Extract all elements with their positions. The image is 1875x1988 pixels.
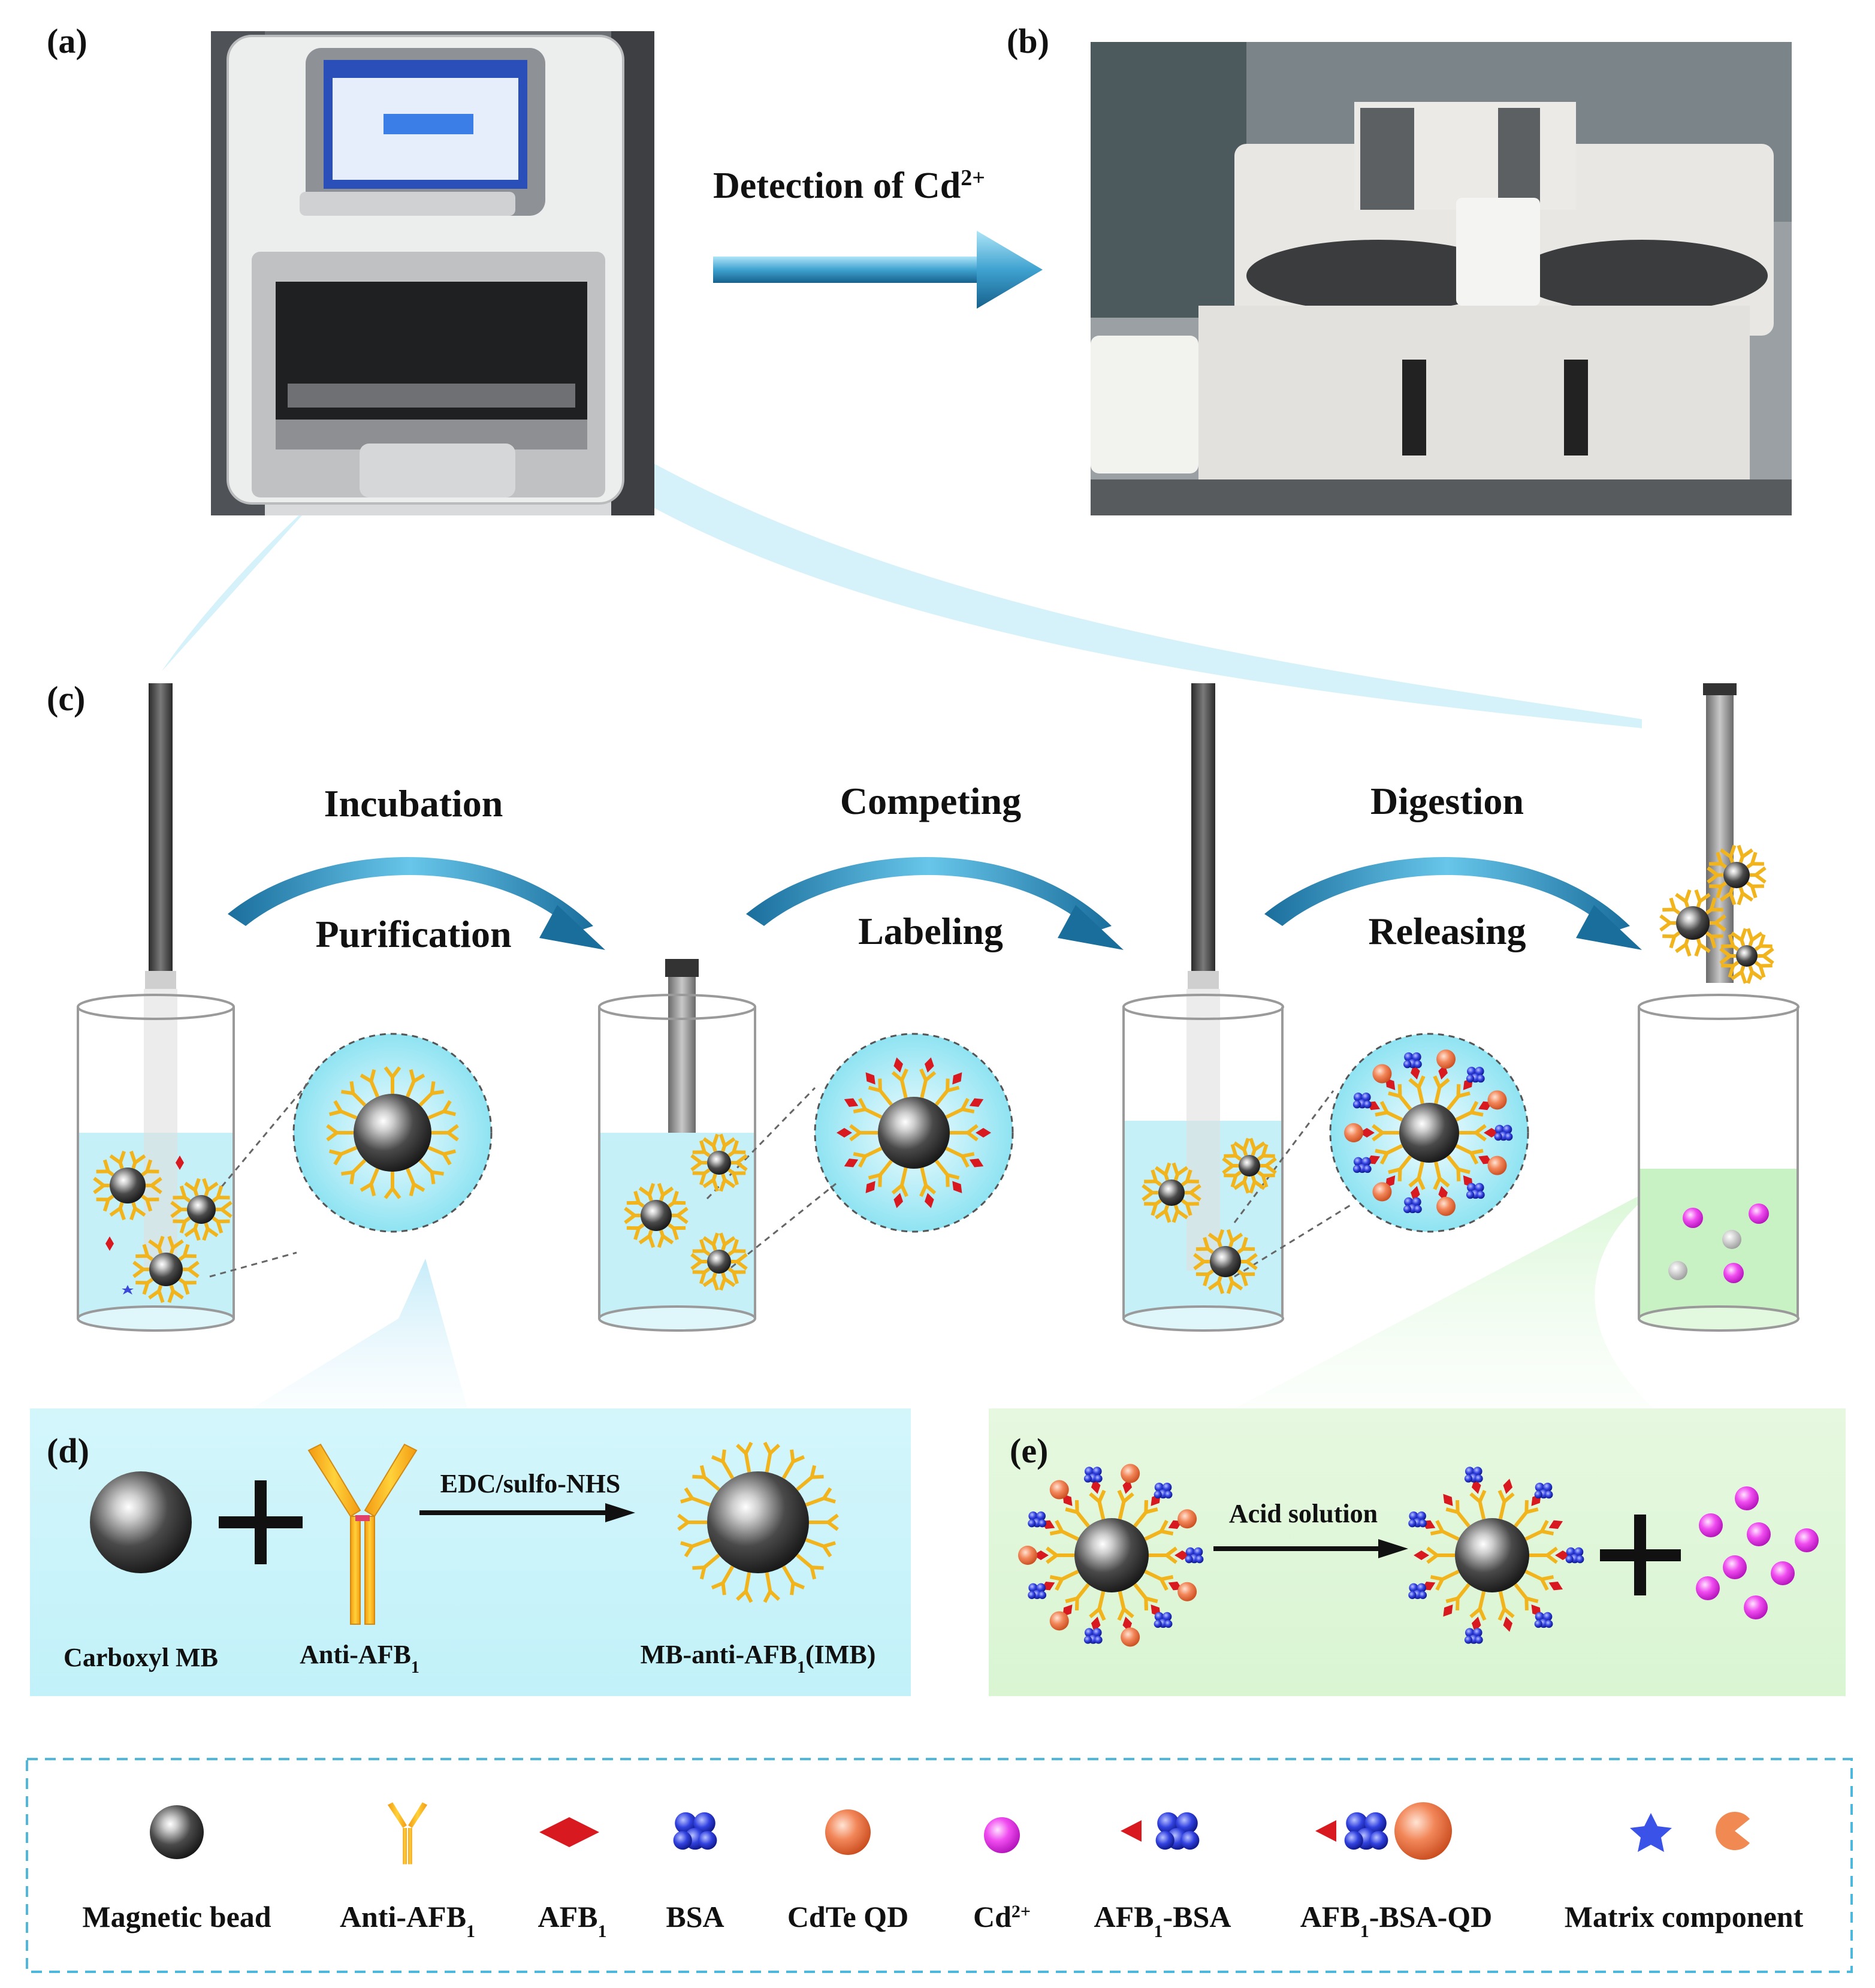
step-3-bottom: Releasing	[1368, 910, 1526, 952]
step-arrow-1	[228, 856, 605, 950]
step-arrow-3	[1264, 856, 1642, 950]
matrix-pacman-icon	[1716, 1812, 1750, 1850]
panel-label-e: (e)	[1010, 1431, 1048, 1470]
legend-label-5: Cd2+	[973, 1900, 1031, 1933]
tube-2	[598, 959, 756, 1332]
matrix-star-icon	[1630, 1813, 1672, 1852]
plus-icon-d	[219, 1480, 303, 1564]
antibody-icon	[388, 1802, 427, 1865]
step-3-top: Digestion	[1370, 780, 1524, 822]
tube-1	[77, 683, 235, 1332]
bead-decoration	[132, 1235, 200, 1304]
bead-decoration	[1344, 1049, 1507, 1216]
tube-3	[1122, 683, 1284, 1332]
legend-labels: Magnetic bead Anti-AFB1 AFB1 BSA CdTe QD Cd2+…	[82, 1900, 1803, 1941]
bsa-cluster-icon	[673, 1812, 717, 1850]
bead-decoration	[1142, 1162, 1201, 1223]
step-2-top: Competing	[840, 780, 1021, 822]
panel-label-c: (c)	[47, 679, 85, 718]
reaction-label-e: Acid solution	[1229, 1499, 1378, 1528]
bead-decoration	[690, 1232, 748, 1291]
anti-afb1-label: Anti-AFB1	[300, 1640, 419, 1677]
digested-bead-icon	[1455, 1518, 1529, 1592]
step-1-bottom: Purification	[315, 913, 511, 955]
instrument-photo-a	[211, 31, 654, 515]
panel-label-d: (d)	[47, 1431, 89, 1470]
detection-label: Detection of Cd2+	[713, 165, 985, 206]
labeled-bead-icon	[1074, 1518, 1149, 1592]
legend-label-1: Anti-AFB1	[340, 1900, 475, 1941]
legend-label-2: AFB1	[538, 1900, 607, 1941]
imb-label: MB-anti-AFB1(IMB)	[641, 1640, 876, 1677]
afb1-diamond-icon	[539, 1817, 599, 1847]
carboxyl-mb-label: Carboxyl MB	[64, 1643, 218, 1672]
zoom-beam-c-to-e	[1234, 1175, 1678, 1408]
reaction-arrow-d	[419, 1503, 635, 1522]
imb-bead-icon	[707, 1471, 809, 1573]
bead-decoration	[1222, 1138, 1277, 1194]
legend-box	[26, 1758, 1853, 1973]
legend-label-8: Matrix component	[1565, 1900, 1804, 1933]
afb1-bsa-qd-icon	[1315, 1802, 1452, 1860]
step-2-bottom: Labeling	[858, 910, 1003, 952]
detection-arrow	[713, 231, 1043, 309]
released-cd-ions	[1696, 1486, 1819, 1619]
bead-decoration	[624, 1182, 689, 1248]
bead-decoration	[1707, 844, 1767, 906]
step-1-top: Incubation	[324, 782, 503, 825]
bead-decoration	[677, 1441, 839, 1603]
legend-icons	[150, 1802, 1750, 1865]
bead-decoration	[1408, 1467, 1584, 1644]
tube-4	[1638, 683, 1799, 1332]
cdte-qd-icon	[825, 1809, 871, 1855]
zoom-beam-c-to-d	[252, 1259, 467, 1408]
reaction-label-d: EDC/sulfo-NHS	[440, 1469, 621, 1498]
legend-label-3: BSA	[666, 1900, 724, 1933]
panel-label-a: (a)	[47, 22, 87, 61]
instrument-photo-b	[1091, 42, 1792, 515]
reaction-arrow-e	[1213, 1539, 1408, 1558]
bead-decoration	[93, 1151, 162, 1220]
carboxyl-mb-icon	[90, 1471, 192, 1573]
antibody-icon-d	[307, 1443, 418, 1625]
step-arrow-2	[746, 856, 1124, 950]
afb1-bsa-icon	[1121, 1812, 1200, 1850]
legend-label-6: AFB1-BSA	[1094, 1900, 1231, 1941]
bead-decoration	[1719, 928, 1774, 984]
legend-label-4: CdTe QD	[787, 1900, 908, 1933]
bead-decoration	[1018, 1464, 1197, 1647]
bead-decoration	[326, 1066, 459, 1199]
legend-label-7: AFB1-BSA-QD	[1300, 1900, 1493, 1941]
bead-decoration	[1193, 1229, 1258, 1295]
panel-label-b: (b)	[1007, 22, 1049, 61]
bead-decoration	[690, 1133, 748, 1192]
bead-decoration	[170, 1178, 233, 1241]
zoom-beam-a-to-c	[162, 461, 1642, 728]
magnetic-bead-icon	[150, 1805, 204, 1859]
bead-decoration	[837, 1057, 991, 1208]
bead-decoration	[1659, 889, 1726, 957]
plus-icon-e	[1600, 1515, 1681, 1595]
cd-ion-icon	[984, 1817, 1020, 1853]
legend-label-0: Magnetic bead	[82, 1900, 271, 1933]
